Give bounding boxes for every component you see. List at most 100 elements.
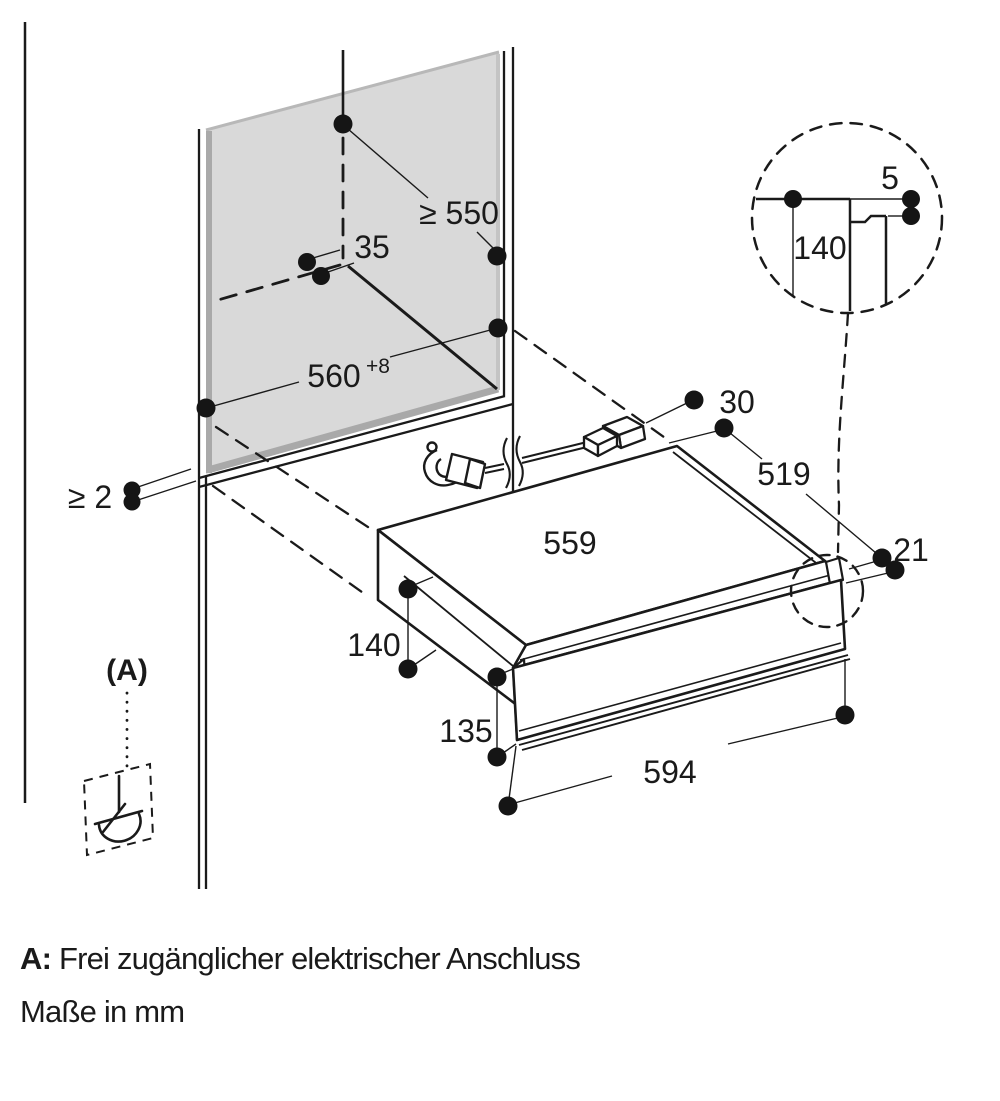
- label-side-clearance: ≥ 2: [68, 479, 112, 515]
- power-cord: [423, 415, 647, 490]
- label-niche-width-tolerance: +8: [366, 355, 390, 378]
- cable-segment-1a: [484, 462, 505, 470]
- detail-view: 5 140: [750, 121, 944, 629]
- label-front-protrusion: 21: [893, 532, 929, 568]
- dim-niche-depth: [347, 128, 495, 250]
- dim-dot: [835, 705, 855, 725]
- dim-dot: [487, 667, 507, 687]
- warming-drawer: [376, 444, 851, 751]
- dim-niche-width: [209, 328, 495, 408]
- dim-leader: [668, 430, 718, 444]
- detail-profile: [756, 197, 905, 311]
- drawer-top-rim-line: [672, 451, 821, 567]
- dim-dot: [123, 493, 141, 511]
- cable-break-mark-2: [515, 435, 524, 487]
- projection-line-right: [513, 329, 670, 442]
- dim-leader: [413, 576, 434, 586]
- dim-appliance-height: [407, 576, 437, 666]
- dim-front-panel-width: [508, 659, 846, 805]
- label-appliance-width: 559: [543, 525, 596, 561]
- front-panel-top-bevel: [519, 573, 835, 661]
- footer-note-a: A: Frei zugänglicher elektrischer Anschl…: [20, 941, 581, 977]
- dim-leader: [137, 468, 192, 488]
- dim-dot: [872, 548, 892, 568]
- dim-side-clearance: [137, 468, 197, 501]
- appliance-connector: [582, 415, 647, 458]
- dim-line: [805, 493, 877, 554]
- dim-appliance-depth: [729, 432, 877, 554]
- socket-arc: [97, 812, 142, 843]
- dim-dot: [312, 267, 330, 285]
- front-panel-bottom-bevel: [518, 642, 842, 732]
- dim-leader: [327, 262, 355, 273]
- axis-horizontal-dashed: [209, 263, 342, 304]
- cable-segment-2a: [521, 440, 588, 460]
- dim-dot: [714, 418, 734, 438]
- dim-dot: [398, 579, 418, 599]
- socket-icon: [93, 774, 144, 843]
- dim-dot: [487, 246, 507, 266]
- niche-floor-front-edge-upper: [198, 394, 506, 480]
- connector-body-side: [596, 434, 619, 458]
- callout-a-label: (A): [106, 654, 148, 687]
- detail-panel-step: [850, 214, 886, 224]
- dim-dot: [784, 190, 802, 208]
- dimension-markers: [123, 114, 905, 816]
- dim-dot: [398, 659, 418, 679]
- dim-leader: [413, 649, 437, 666]
- dim-dot: [487, 747, 507, 767]
- niche-floor-front-edge-lower: [198, 402, 514, 489]
- label-detail-front-height: 140: [793, 230, 846, 266]
- drawer-right-corner-step: [824, 556, 845, 586]
- label-appliance-depth: 519: [757, 456, 810, 492]
- label-front-panel-width: 594: [643, 754, 696, 790]
- dim-line: [510, 775, 613, 805]
- label-niche-width: 560: [307, 358, 360, 394]
- cable-break-mark-1: [502, 437, 511, 489]
- dim-dot: [684, 390, 704, 410]
- dim-line: [389, 328, 495, 358]
- dim-line: [476, 231, 495, 250]
- dim-leader: [137, 480, 197, 501]
- detail-markers: [784, 190, 920, 225]
- niche-top-edge: [205, 50, 500, 132]
- front-panel-sill-line-1: [518, 654, 849, 746]
- footer-marker-text: Frei zugänglicher elektrischer Anschluss: [58, 941, 581, 976]
- projection-line-bottom-left: [211, 484, 368, 597]
- dim-connection-offset: [312, 249, 355, 273]
- projection-line-top-left: [214, 425, 373, 531]
- front-panel-sill-line-2: [521, 658, 851, 751]
- dim-line: [729, 432, 763, 460]
- dim-dot: [298, 253, 316, 271]
- dim-leader: [845, 572, 889, 584]
- dim-extension: [508, 745, 517, 800]
- label-connection-offset: 35: [354, 229, 390, 265]
- dim-dot: [885, 560, 905, 580]
- cable: [484, 435, 588, 489]
- label-detail-gap: 5: [881, 160, 899, 196]
- niche-bottom-edge-shade: [207, 385, 499, 474]
- label-front-panel-height: 135: [439, 713, 492, 749]
- dim-leader: [645, 402, 688, 424]
- socket-tick: [101, 802, 127, 834]
- callout-a: (A): [82, 654, 155, 857]
- dim-leader: [312, 249, 341, 259]
- footer-units-note: Maße in mm: [20, 994, 185, 1029]
- drawer-left-seam-line: [403, 575, 514, 667]
- dimension-labels: ≥ 550 35 560 +8 ≥ 2 30 519 559 21 140 13…: [68, 195, 929, 790]
- socket-tangent: [93, 809, 144, 826]
- detail-source-circle: [789, 553, 865, 629]
- dimension-annotations: ≥ 550 35 560 +8 ≥ 2 30 519 559 21 140 13…: [68, 114, 929, 816]
- dim-dot: [333, 114, 353, 134]
- projection-lines: [211, 329, 670, 597]
- plug-collar: [463, 457, 487, 490]
- dim-dot: [488, 318, 508, 338]
- dim-dot: [902, 190, 920, 208]
- mains-plug: [423, 441, 487, 490]
- cable-segment-2b: [521, 445, 588, 465]
- dim-dot: [123, 481, 141, 499]
- front-panel-face: [511, 578, 847, 742]
- dim-line: [209, 381, 300, 408]
- dim-dot: [498, 796, 518, 816]
